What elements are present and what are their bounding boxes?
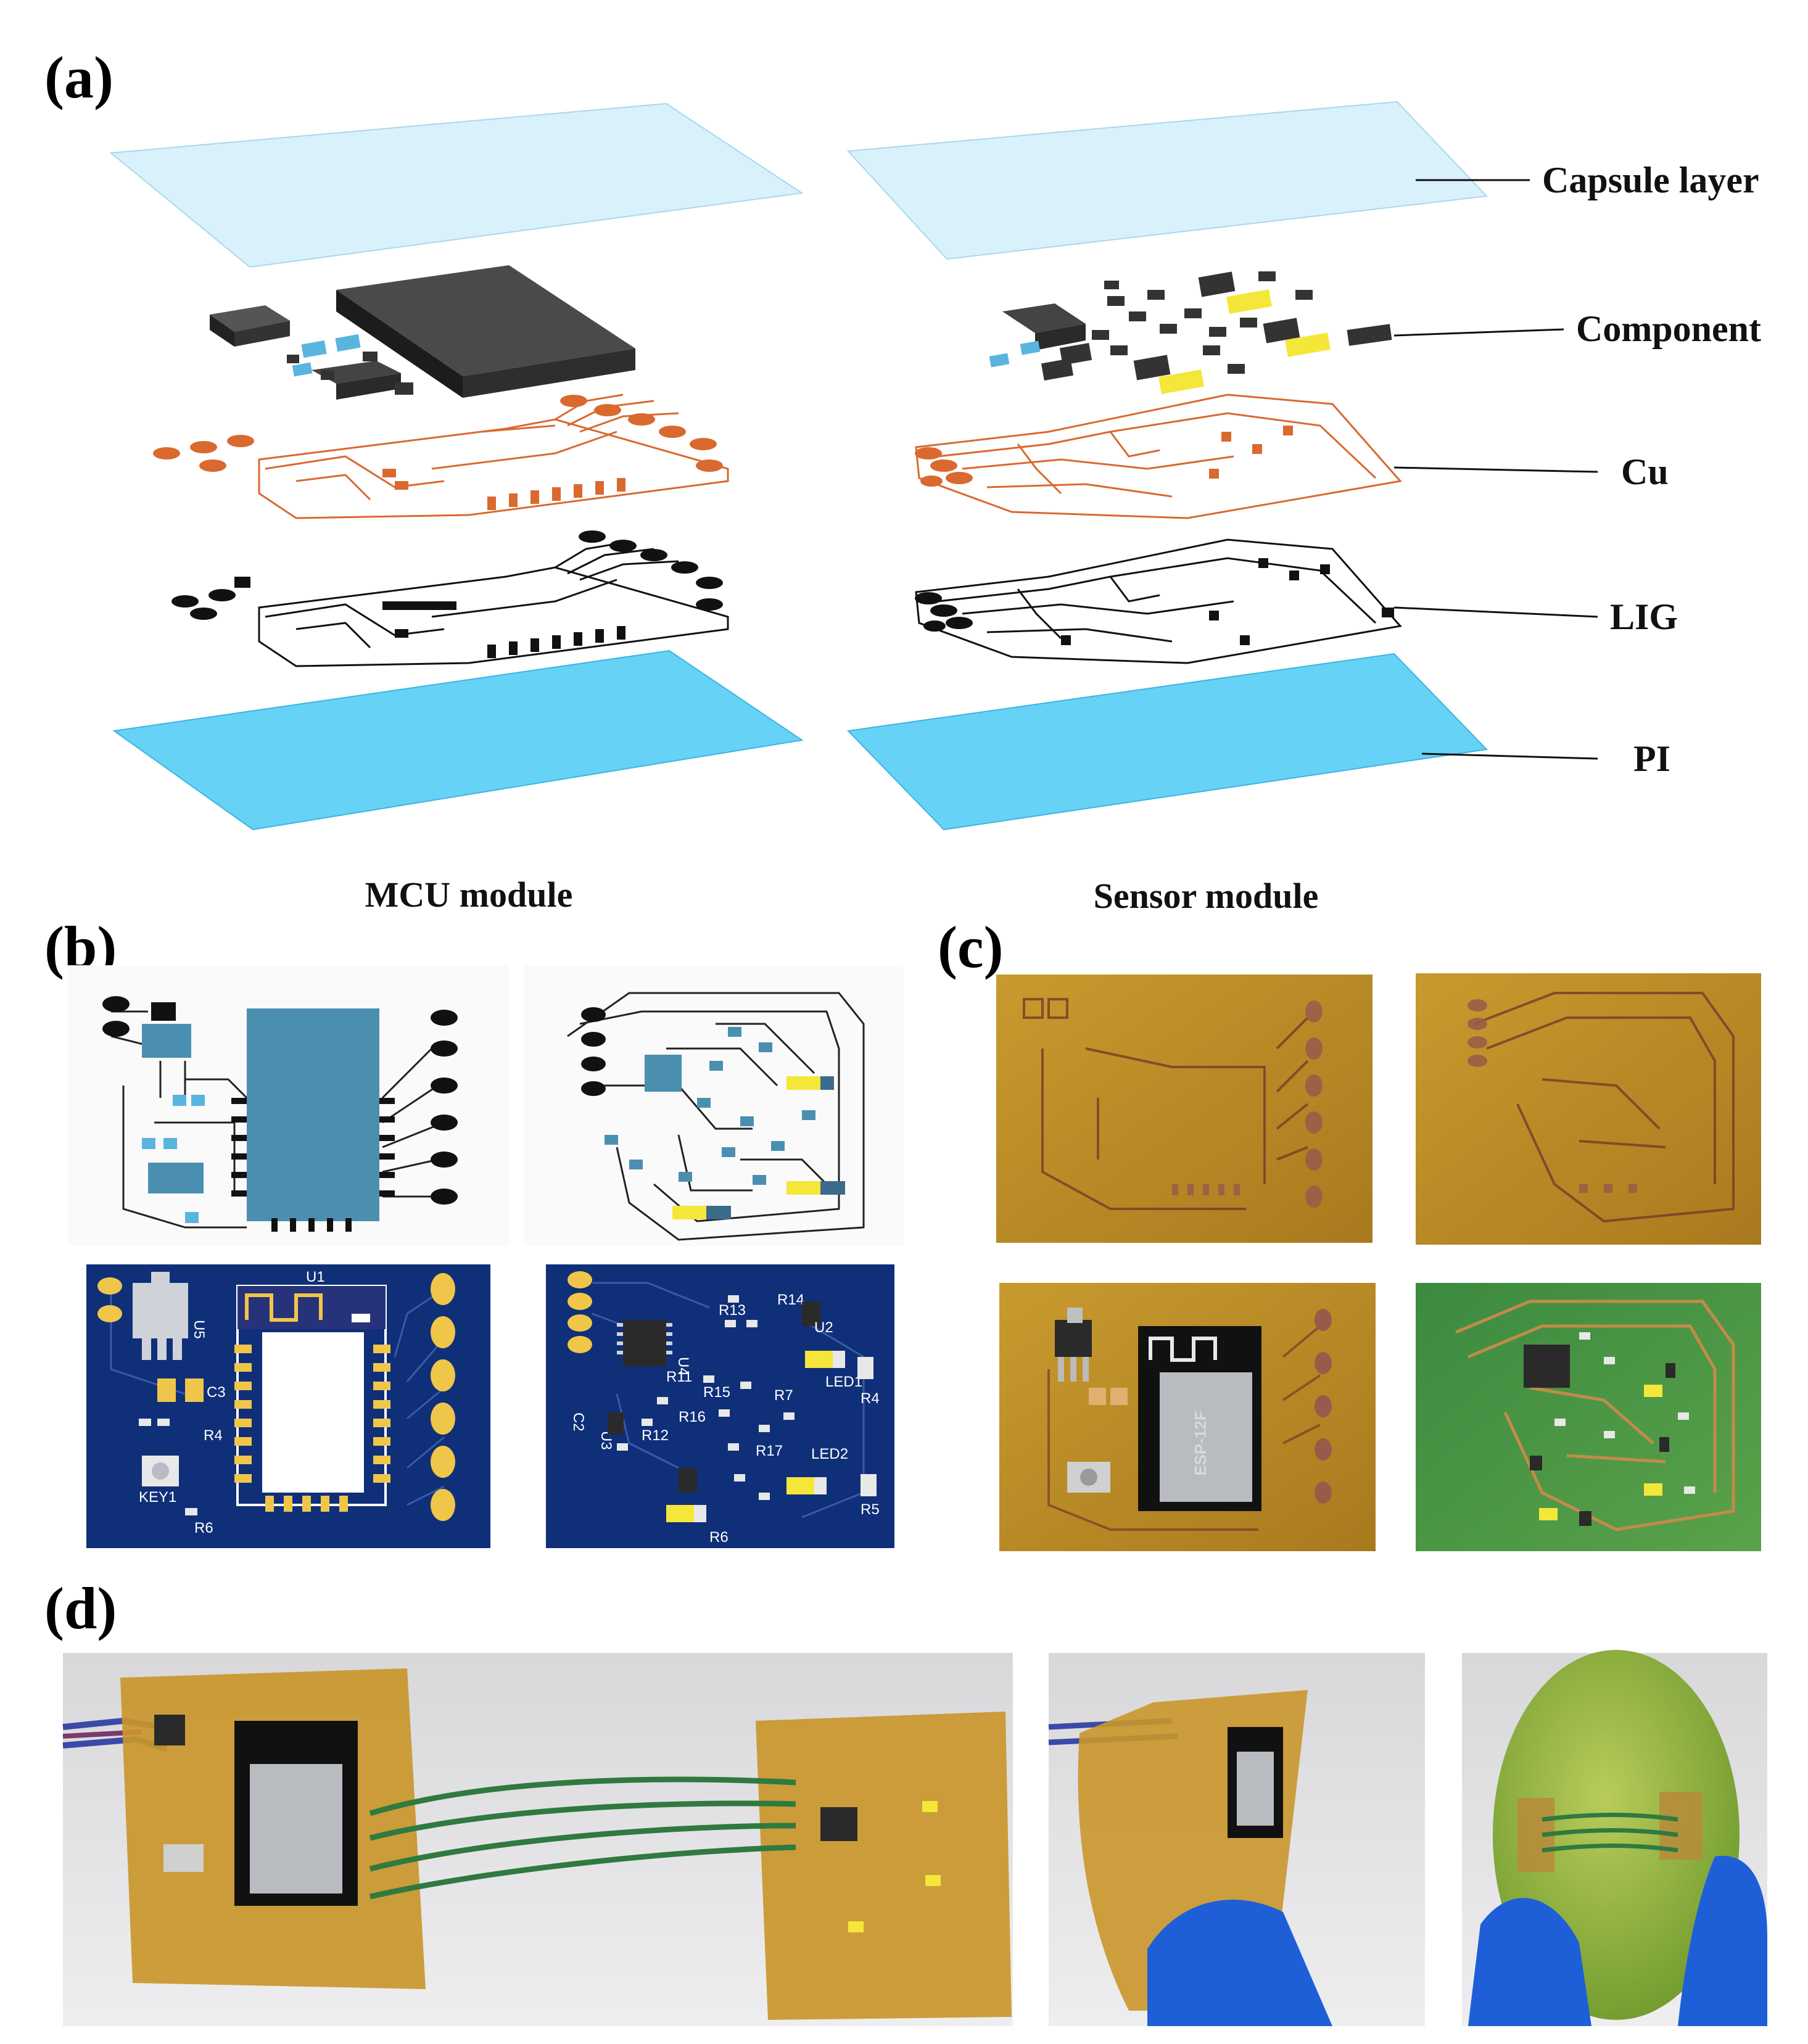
pcb-label-r15: R15 bbox=[703, 1384, 730, 1401]
pcb-label-r6-sensor: R6 bbox=[709, 1529, 729, 1546]
layer-leader-lines bbox=[1393, 179, 1598, 760]
pcb-label-r16: R16 bbox=[679, 1409, 706, 1425]
sensor-lig-photo bbox=[1416, 973, 1761, 1245]
mcu-layout-schematic bbox=[68, 965, 509, 1246]
mcu-exploded-stack bbox=[109, 102, 804, 831]
sensor-cu-layer bbox=[915, 394, 1402, 519]
pcb-label-key1: KEY1 bbox=[139, 1489, 176, 1506]
sensor-pcb-render: U4 R13 R14 U2 LED1 R4 R11 R15 R16 R12 R7… bbox=[546, 1264, 894, 1548]
connected-modules-photo bbox=[62, 1653, 1013, 2026]
label-cu: Cu bbox=[1621, 451, 1669, 492]
label-capsule-layer: Capsule layer bbox=[1542, 160, 1759, 200]
sensor-assembled-photo bbox=[1416, 1283, 1761, 1551]
pcb-label-led1: LED1 bbox=[825, 1374, 862, 1390]
pcb-label-r12: R12 bbox=[642, 1427, 669, 1444]
mcu-capsule-layer bbox=[109, 102, 804, 268]
pcb-label-u2: U2 bbox=[814, 1319, 833, 1336]
mcu-pcb-render: U5 U1 C3 R4 KEY1 R6 bbox=[86, 1264, 490, 1548]
pcb-label-r4: R4 bbox=[204, 1427, 223, 1444]
pcb-label-r11: R11 bbox=[666, 1369, 692, 1385]
pcb-label-r7: R7 bbox=[774, 1387, 793, 1404]
caption-sensor-module: Sensor module bbox=[1094, 876, 1319, 916]
sensor-layout-schematic bbox=[524, 965, 904, 1246]
pcb-label-r13: R13 bbox=[719, 1302, 746, 1319]
mcu-assembled-photo: ESP-12F bbox=[999, 1283, 1376, 1551]
pcb-label-c3: C3 bbox=[207, 1384, 226, 1401]
pcb-label-r6: R6 bbox=[194, 1520, 213, 1536]
pcb-label-r17: R17 bbox=[756, 1443, 783, 1459]
pcb-label-u1: U1 bbox=[306, 1269, 325, 1285]
mcu-lig-photo bbox=[996, 975, 1373, 1243]
label-component: Component bbox=[1576, 308, 1761, 349]
mcu-lig-layer bbox=[171, 530, 729, 667]
esp-chip-label: ESP-12F bbox=[1191, 1411, 1210, 1476]
panel-label-a: (a) bbox=[44, 44, 114, 110]
mcu-pi-layer bbox=[112, 649, 804, 831]
mcu-cu-layer bbox=[153, 394, 729, 519]
mango-attached-photo bbox=[1462, 1650, 1767, 2026]
pcb-label-led2: LED2 bbox=[811, 1446, 848, 1462]
pcb-label-r5: R5 bbox=[861, 1501, 880, 1518]
pcb-label-r14: R14 bbox=[777, 1292, 804, 1308]
mcu-components bbox=[210, 265, 635, 400]
label-pi: PI bbox=[1633, 738, 1670, 779]
sensor-components bbox=[989, 271, 1392, 394]
pcb-label-u5: U5 bbox=[191, 1320, 207, 1339]
sensor-lig-layer bbox=[915, 538, 1402, 664]
sensor-pi-layer bbox=[846, 653, 1488, 831]
sensor-capsule-layer bbox=[846, 101, 1488, 260]
pcb-label-c2: C2 bbox=[570, 1412, 587, 1432]
pcb-label-u4: U4 bbox=[675, 1357, 691, 1376]
sensor-exploded-stack bbox=[846, 101, 1488, 831]
caption-mcu-module: MCU module bbox=[365, 875, 573, 915]
bent-module-photo bbox=[1048, 1653, 1425, 2026]
panel-label-d: (d) bbox=[44, 1575, 117, 1641]
panel-label-c: (c) bbox=[938, 914, 1004, 980]
pcb-label-r4-sensor: R4 bbox=[861, 1390, 880, 1407]
label-lig: LIG bbox=[1610, 596, 1678, 637]
